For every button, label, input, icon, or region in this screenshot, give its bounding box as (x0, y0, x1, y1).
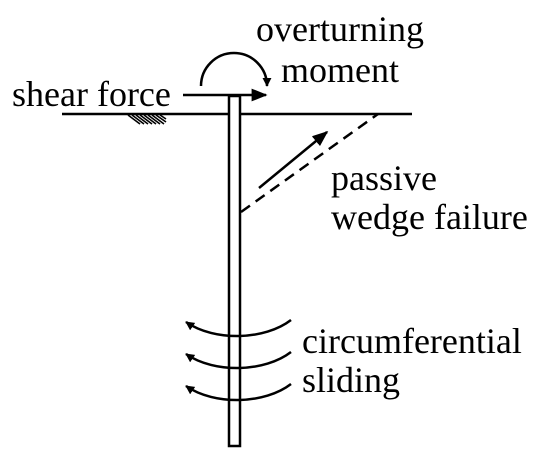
overturning-moment-label-line1: overturning (256, 9, 424, 49)
overturning-moment-label-line2: moment (281, 50, 399, 90)
passive-wedge-arrow (258, 130, 329, 189)
ground-hatch-symbol (127, 114, 167, 125)
pile (227, 94, 242, 448)
overturning-moment-arrow (199, 51, 272, 87)
circumferential-sliding-arrow-2 (185, 351, 292, 370)
passive-wedge-label-line2: wedge failure (331, 197, 528, 237)
circumferential-sliding-label-line1: circumferential (302, 321, 522, 361)
passive-wedge-failure-line (240, 112, 379, 214)
circumferential-sliding-arrow-3 (185, 383, 292, 402)
circumferential-sliding-label-line2: sliding (302, 360, 400, 400)
shear-force-label: shear force (12, 74, 171, 114)
passive-wedge-label-line1: passive (331, 158, 437, 198)
circumferential-sliding-arrow-1 (185, 319, 292, 338)
